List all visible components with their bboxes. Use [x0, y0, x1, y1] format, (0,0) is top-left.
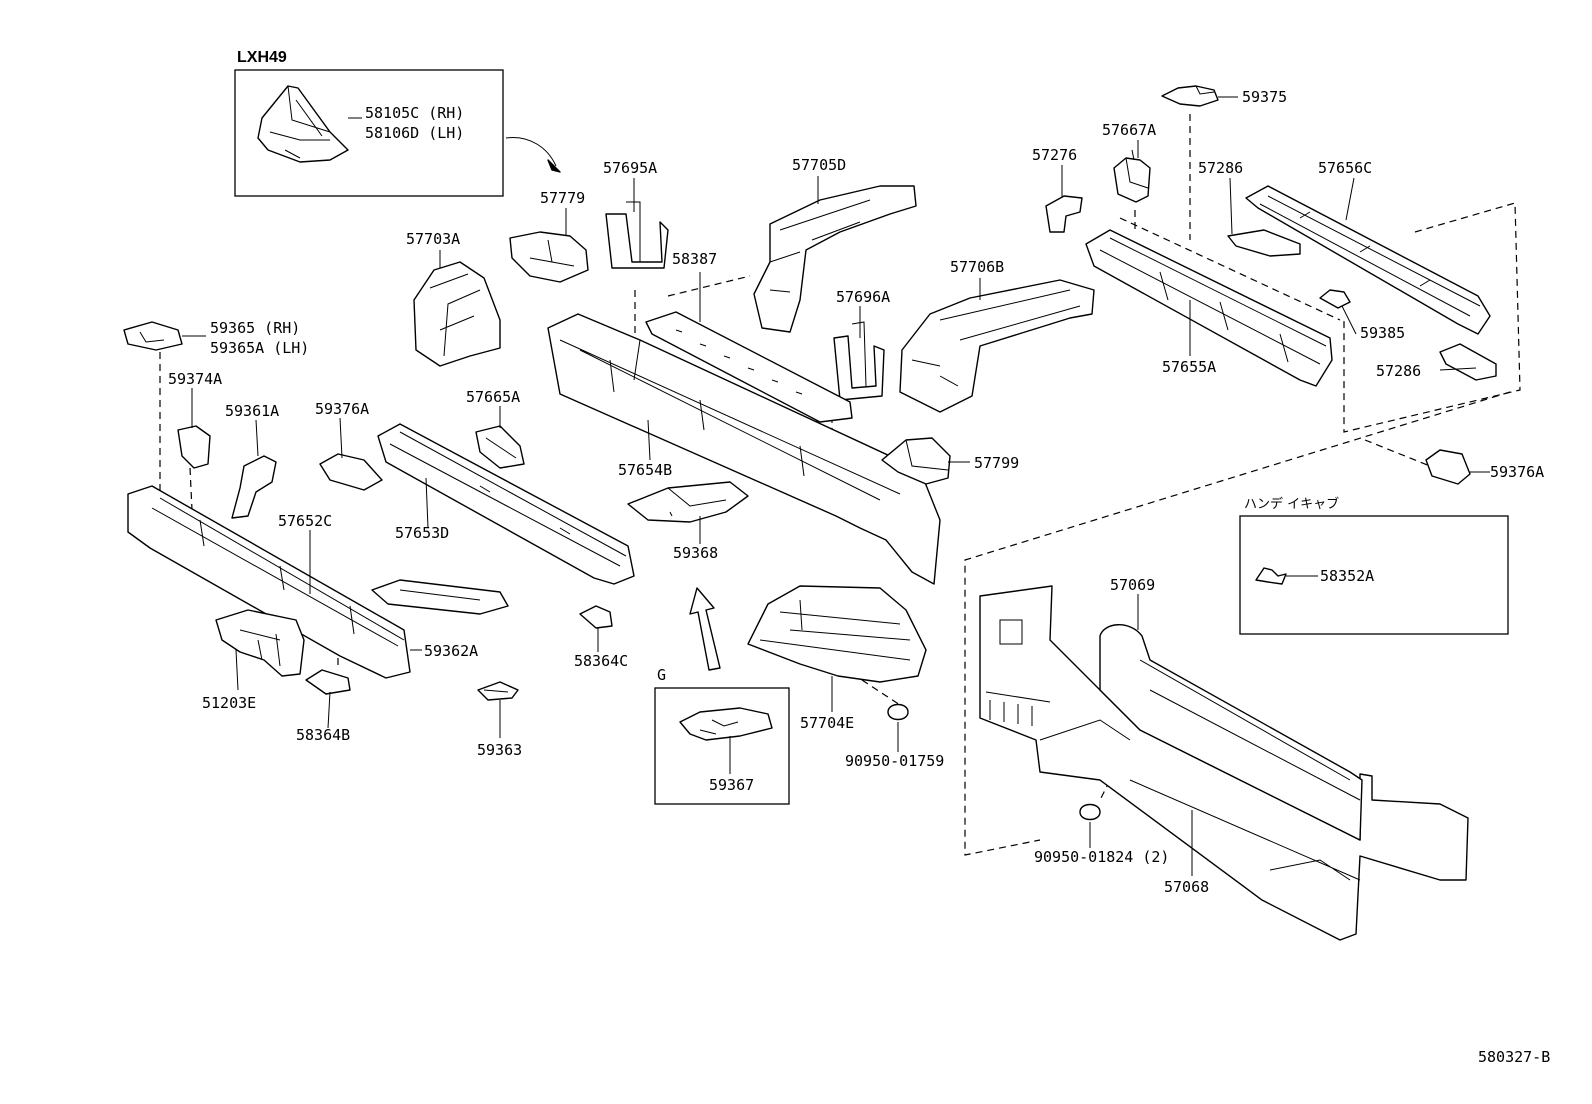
inset-g: G 59367	[654, 666, 790, 805]
label-59367: 59367	[709, 776, 754, 794]
label-57705d: 57705D	[792, 156, 846, 174]
label-58352a: 58352A	[1320, 567, 1374, 585]
label-57779: 57779	[540, 189, 585, 207]
label-57653d: 57653D	[395, 524, 449, 542]
inset-handicap-header: ハンデ イキャブ	[1244, 496, 1339, 512]
label-59363: 59363	[477, 741, 522, 759]
label-57695a: 57695A	[603, 159, 657, 177]
label-58105c: 58105C (RH)	[365, 104, 464, 122]
label-57286-lower: 57286	[1376, 362, 1421, 380]
label-57799: 57799	[974, 454, 1019, 472]
inset-lxh49-frame	[234, 69, 504, 197]
inset-g-frame	[654, 687, 790, 805]
label-57654b: 57654B	[618, 461, 672, 479]
label-59385: 59385	[1360, 324, 1405, 342]
label-58106d: 58106D (LH)	[365, 124, 464, 142]
label-59376a-left: 59376A	[315, 400, 369, 418]
leader-lines	[182, 96, 1490, 876]
label-57652c: 57652C	[278, 512, 332, 530]
part-58105c	[257, 85, 349, 163]
figure-code: 580327-B	[1478, 1048, 1550, 1066]
label-57655a: 57655A	[1162, 358, 1216, 376]
label-59376a-right: 59376A	[1490, 463, 1544, 481]
label-57069: 57069	[1110, 576, 1155, 594]
label-51203e: 51203E	[202, 694, 256, 712]
label-57665a: 57665A	[466, 388, 520, 406]
label-58364c: 58364C	[574, 652, 628, 670]
label-57068: 57068	[1164, 878, 1209, 896]
label-57706b: 57706B	[950, 258, 1004, 276]
label-90950-01824: 90950-01824 (2)	[1034, 848, 1169, 866]
label-57656c: 57656C	[1318, 159, 1372, 177]
label-59368: 59368	[673, 544, 718, 562]
label-58364b: 58364B	[296, 726, 350, 744]
inset-lxh49-header: LXH49	[237, 49, 287, 66]
label-57704e: 57704E	[800, 714, 854, 732]
inset-handicap-frame	[1239, 515, 1509, 635]
inset-g-header: G	[657, 666, 666, 684]
label-58387: 58387	[672, 250, 717, 268]
label-59374a: 59374A	[168, 370, 222, 388]
inset-handicap: ハンデ イキャブ 58352A	[1239, 496, 1509, 635]
label-57276: 57276	[1032, 146, 1077, 164]
inset-lxh49: LXH49 58105C (RH) 58106D (LH)	[234, 49, 504, 197]
label-59362a: 59362A	[424, 642, 478, 660]
part-59367	[679, 707, 773, 741]
label-57667a: 57667A	[1102, 121, 1156, 139]
part-labels: 57779 57695A 57705D 57276 57667A 59375 5…	[168, 88, 1544, 896]
parts	[123, 85, 1497, 941]
label-57703a: 57703A	[406, 230, 460, 248]
label-57696a: 57696A	[836, 288, 890, 306]
label-57286-upper: 57286	[1198, 159, 1243, 177]
label-90950-01759: 90950-01759	[845, 752, 944, 770]
label-59375: 59375	[1242, 88, 1287, 106]
label-59365a-lh: 59365A (LH)	[210, 339, 309, 357]
inset-arrow	[505, 137, 557, 167]
direction-arrow	[689, 587, 721, 671]
label-59365-rh: 59365 (RH)	[210, 319, 300, 337]
label-59361a: 59361A	[225, 402, 279, 420]
part-58352a	[1255, 567, 1287, 585]
